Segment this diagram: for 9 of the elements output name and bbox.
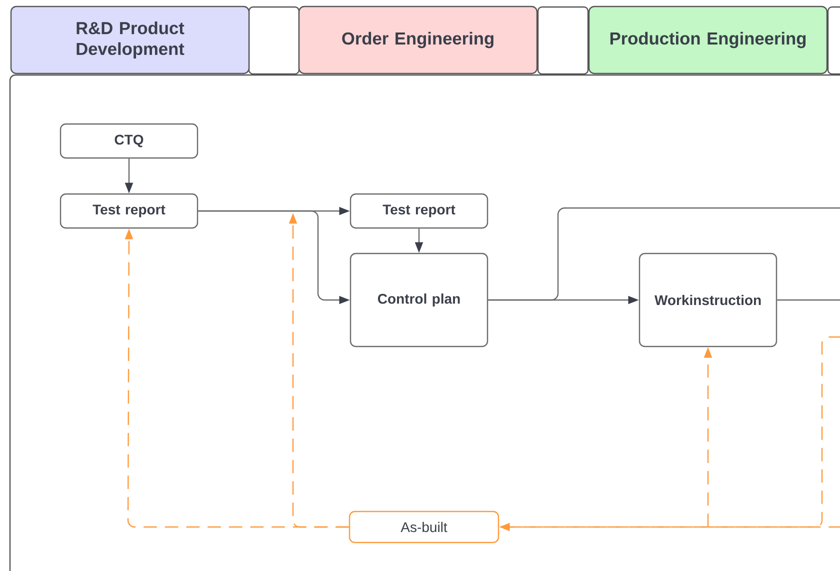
process-box: Test report — [60, 193, 198, 229]
process-box: CTQ — [60, 123, 198, 159]
swimlane-header: Production Engineering — [588, 6, 828, 74]
swimlane-header: Order Engineering — [298, 6, 538, 74]
process-box: Workinstruction — [638, 252, 778, 348]
swimlane-header: R&D Product Development — [10, 6, 250, 74]
process-box: Test report — [350, 193, 488, 229]
process-box: As-built — [348, 510, 500, 544]
process-box: Control plan — [350, 252, 488, 348]
